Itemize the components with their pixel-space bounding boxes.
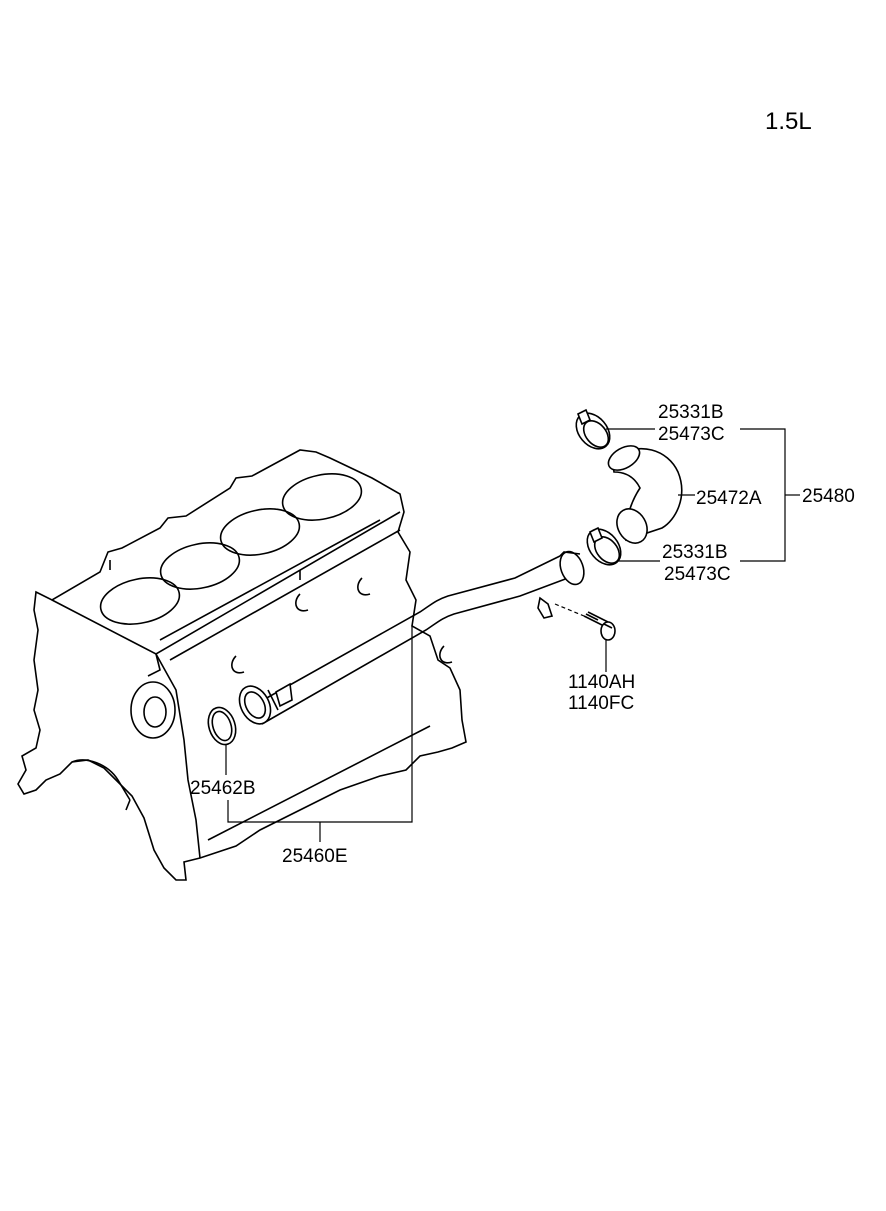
label-clamp-upper-a: 25331B	[658, 402, 724, 423]
o-ring	[207, 706, 237, 746]
label-clamp-upper-b: 25473C	[658, 424, 725, 445]
label-clamp-lower-a: 25331B	[662, 542, 728, 563]
leader-lines	[225, 428, 800, 842]
label-clamp-lower-b: 25473C	[664, 564, 731, 585]
label-bolt-b: 1140FC	[568, 693, 634, 714]
label-pipe-assy: 25460E	[282, 846, 348, 867]
radiator-hose	[607, 445, 683, 544]
mounting-bolt	[554, 603, 616, 641]
engine-size-title: 1.5L	[765, 108, 812, 135]
label-hose-assy: 25480	[802, 486, 855, 507]
hose-clamp-lower	[586, 526, 622, 566]
hose-clamp-upper	[575, 408, 611, 450]
label-bolt-a: 1140AH	[568, 672, 635, 693]
label-hose: 25472A	[696, 488, 762, 509]
engine-block	[17, 449, 467, 881]
label-oring: 25462B	[190, 778, 256, 799]
water-inlet-pipe	[238, 550, 585, 725]
